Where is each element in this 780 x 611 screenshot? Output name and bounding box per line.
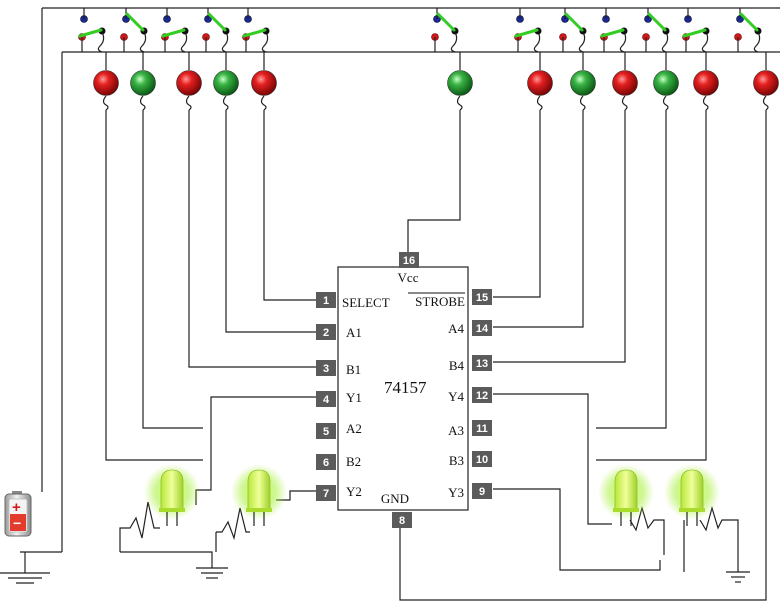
pin-label: Y4 — [448, 389, 464, 404]
ic-pin-15: 15 STROBE — [408, 289, 492, 309]
pin-number: 10 — [476, 454, 488, 466]
toggle-switch[interactable] — [600, 8, 628, 53]
battery-negative-symbol: − — [13, 515, 21, 531]
ic-pin-2: 2 A1 — [316, 324, 362, 340]
toggle-switch[interactable] — [682, 8, 710, 53]
pin-number: 11 — [476, 423, 488, 435]
pin-label: GND — [381, 491, 409, 506]
pin-label: B2 — [346, 454, 361, 469]
ic-pin-14: 14 A4 — [448, 320, 492, 336]
pin-number: 14 — [476, 323, 489, 335]
supply-rails — [20, 7, 780, 553]
pin-number: 4 — [323, 394, 330, 406]
ic-pin-13: 13 B4 — [449, 355, 492, 373]
battery-positive-symbol: + — [12, 499, 21, 516]
led-array — [144, 464, 720, 526]
pin-number: 12 — [476, 390, 488, 402]
toggle-switch[interactable] — [559, 8, 587, 53]
pin-number: 7 — [323, 488, 329, 500]
ic-pin-7: 7 Y2 — [316, 484, 362, 501]
toggle-switch[interactable] — [514, 8, 542, 53]
indicator-lamp — [753, 52, 779, 111]
pin-number: 3 — [323, 363, 329, 375]
ic-pin-9: 9 Y3 — [448, 483, 492, 500]
ic-pin-6: 6 B2 — [316, 454, 361, 470]
indicator-lamp — [93, 52, 119, 111]
ic-pin-3: 3 B1 — [316, 360, 361, 377]
indicator-lamp — [570, 52, 596, 111]
indicator-lamp — [176, 52, 202, 111]
indicator-lamp — [251, 52, 277, 111]
indicator-lamp — [213, 52, 239, 111]
pin-label: A4 — [448, 321, 464, 336]
indicator-lamp — [653, 52, 679, 111]
ic-pin-1: 1 SELECT — [316, 292, 390, 310]
pin-label: A2 — [346, 421, 362, 436]
battery-icon: + − — [4, 491, 32, 537]
pin-label: Y1 — [346, 390, 362, 405]
toggle-switch[interactable] — [242, 8, 270, 53]
ic-pins: 1 SELECT 2 A1 3 B1 4 Y1 5 A2 6 B2 7 Y2 8 GND 9 Y3 10 B3 11 A3… — [316, 252, 492, 528]
pin-number: 15 — [476, 292, 488, 304]
ground-icon — [0, 552, 50, 584]
led-outputs — [119, 501, 739, 572]
pin-label: B1 — [346, 362, 361, 377]
pin-label: B3 — [449, 453, 464, 468]
pin-label: A1 — [346, 325, 362, 340]
indicator-lamp — [130, 52, 156, 111]
pin-label: A3 — [448, 423, 464, 438]
pin-number: 2 — [323, 327, 329, 339]
ic-pin-8: 8 GND — [381, 491, 412, 528]
pin-number: 1 — [323, 295, 329, 307]
pin-label: Y2 — [346, 484, 362, 499]
pin-label: SELECT — [342, 295, 390, 310]
ground-symbols — [0, 540, 750, 584]
pin-number: 6 — [323, 457, 329, 469]
toggle-switch[interactable] — [202, 8, 230, 53]
toggle-switch[interactable] — [120, 8, 148, 53]
toggle-switch[interactable] — [642, 8, 670, 53]
led — [231, 464, 287, 526]
pin-number: 8 — [399, 515, 405, 527]
toggle-switch[interactable] — [78, 8, 106, 53]
pin-number: 13 — [476, 358, 488, 370]
indicator-lamp-array — [93, 52, 779, 111]
indicator-lamp — [612, 52, 638, 111]
pin-label: Y3 — [448, 485, 464, 500]
pin-label: Vcc — [398, 270, 419, 285]
toggle-switch[interactable] — [161, 8, 189, 53]
ic-74157: 74157 — [337, 266, 469, 511]
ground-icon — [196, 567, 228, 579]
led — [144, 464, 200, 526]
pin-label: STROBE — [415, 294, 465, 309]
toggle-switch-array — [78, 8, 762, 53]
ic-pin-12: 12 Y4 — [448, 387, 492, 404]
indicator-lamp — [693, 52, 719, 111]
ic-pin-10: 10 B3 — [449, 451, 492, 468]
pin-number: 9 — [479, 486, 485, 498]
toggle-switch[interactable] — [734, 8, 762, 53]
pin-number: 16 — [403, 255, 415, 267]
toggle-switch[interactable] — [431, 8, 459, 53]
ic-pin-5: 5 A2 — [316, 421, 362, 439]
pin-number: 5 — [323, 426, 329, 438]
ic-pin-11: 11 A3 — [448, 420, 492, 438]
indicator-lamp — [447, 52, 473, 111]
led — [664, 464, 720, 526]
chip-name: 74157 — [384, 378, 427, 397]
pin-label: B4 — [449, 358, 465, 373]
led — [598, 464, 654, 526]
indicator-lamp — [527, 52, 553, 111]
ground-icon — [726, 540, 750, 583]
ic-pin-4: 4 Y1 — [316, 390, 362, 407]
